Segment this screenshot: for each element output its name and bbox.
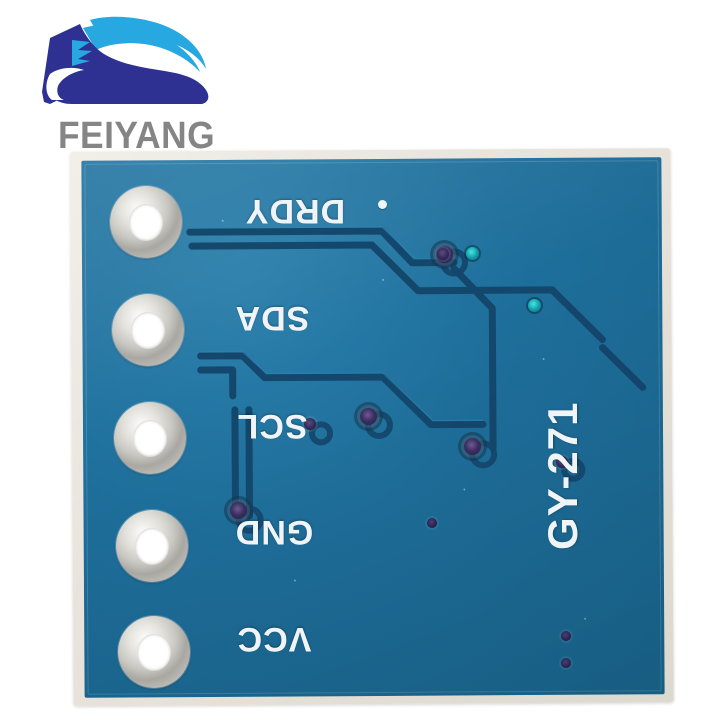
testpoint-bottom-a — [561, 631, 571, 641]
feiyang-logo: FEIYANG — [28, 14, 218, 157]
pad-scl[interactable] — [114, 402, 186, 474]
gy-271-board — [70, 148, 676, 708]
testpoint-lower-left — [427, 518, 437, 528]
silk-label-sda: SDA — [234, 299, 310, 337]
pad-gnd[interactable] — [116, 510, 188, 582]
pin1-indicator-dot-icon — [378, 200, 387, 209]
pad-vcc[interactable] — [118, 616, 190, 688]
via-bus-junction — [464, 438, 481, 455]
silk-label-part-number: GY-271 — [539, 401, 586, 550]
via-edge-signal — [556, 456, 568, 468]
silk-label-vcc: VCC — [236, 620, 312, 658]
via-gnd-signal — [230, 502, 247, 519]
pad-drdy[interactable] — [110, 186, 182, 258]
via-sda-signal — [360, 408, 377, 425]
silk-label-drdy: DRDY — [244, 192, 346, 230]
feiyang-wordmark: FEIYANG — [58, 115, 216, 157]
silk-label-scl: SCL — [236, 407, 308, 445]
testpoint-teal-mid — [528, 299, 541, 312]
testpoint-teal-upper — [466, 247, 479, 260]
silk-label-gnd: GND — [234, 513, 314, 551]
feiyang-swoosh-icon — [42, 16, 209, 104]
testpoint-dark-upper — [437, 248, 449, 260]
via-scl-signal — [304, 418, 316, 430]
testpoint-bottom-b — [561, 658, 571, 668]
pad-sda[interactable] — [112, 294, 184, 366]
pcb-copper-traces — [186, 226, 647, 534]
